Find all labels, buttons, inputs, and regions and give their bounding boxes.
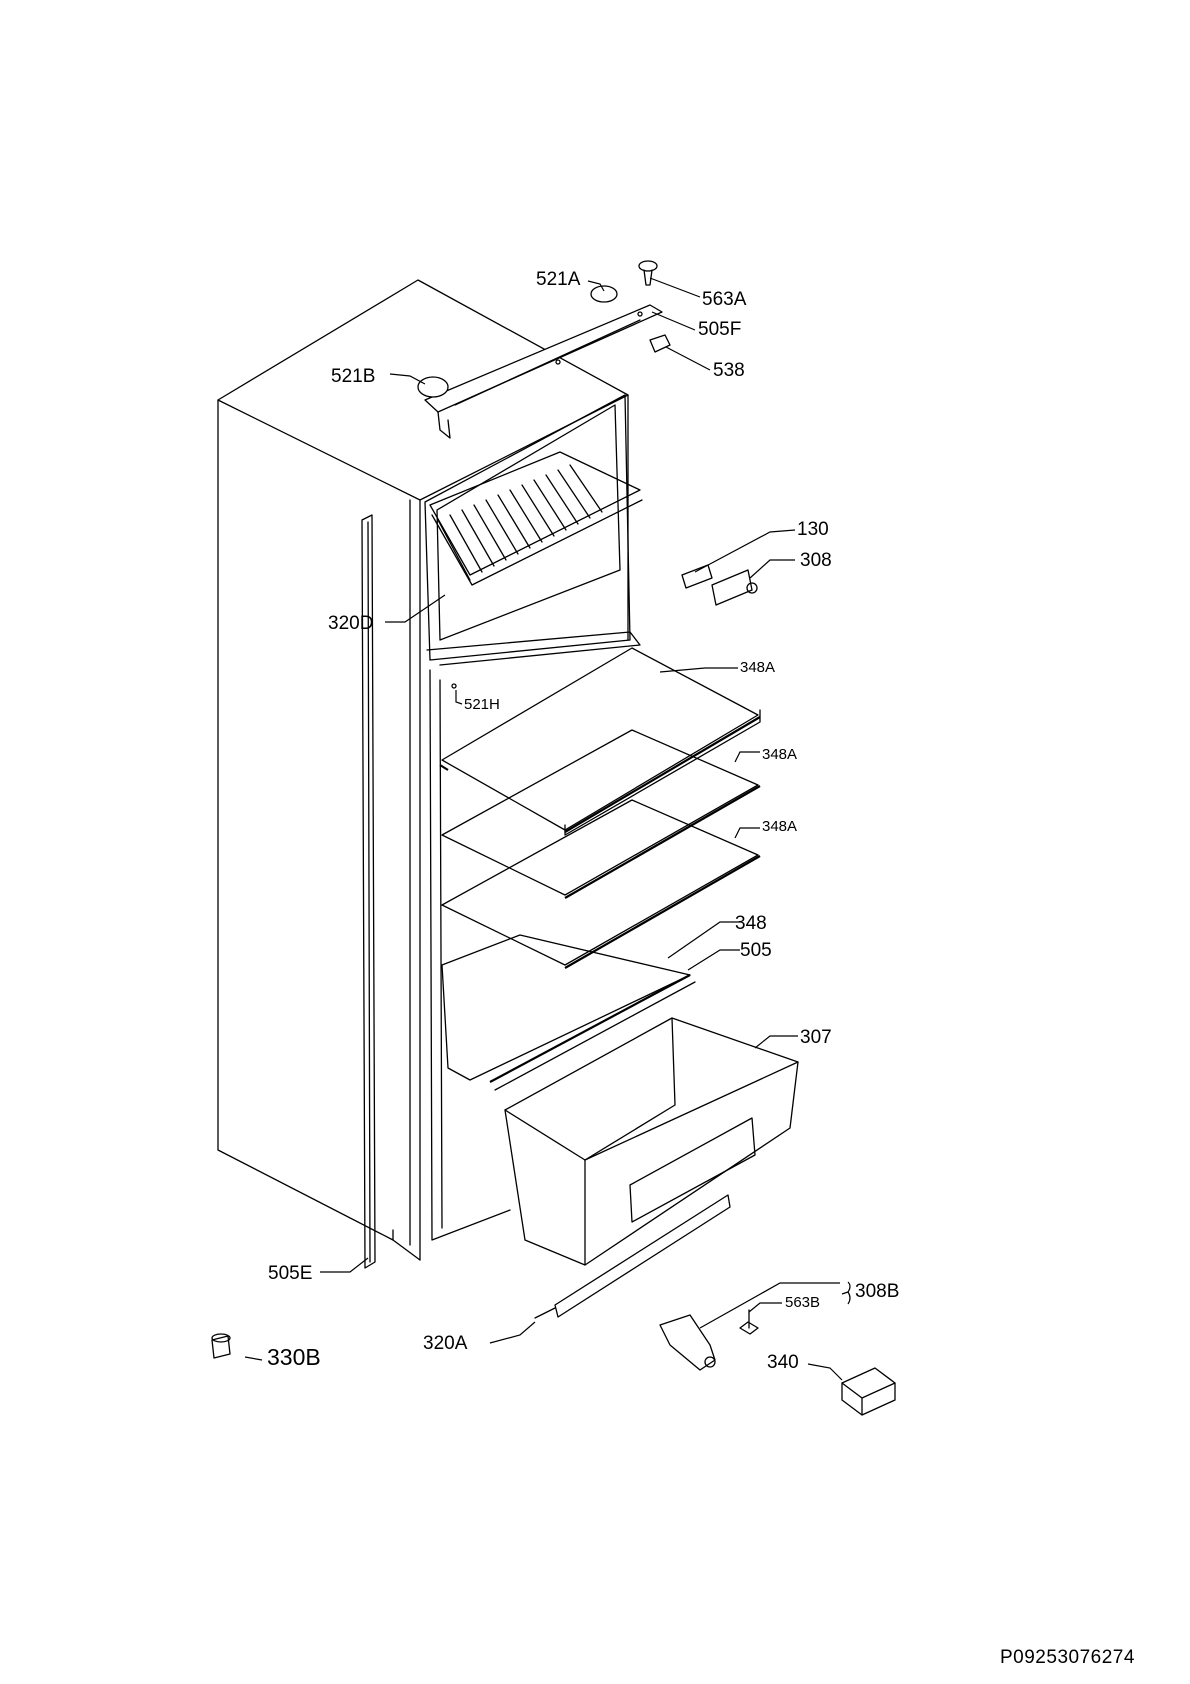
inner-liner [424, 394, 641, 1241]
label-348A-1: 348A [740, 659, 776, 676]
door-gasket-505E [361, 514, 376, 1269]
hinge-plate-130 [681, 564, 713, 589]
label-538: 538 [713, 360, 745, 381]
glass-cover-348 [441, 934, 691, 1081]
screw-563A [638, 260, 658, 286]
label-521A: 521A [536, 269, 581, 290]
label-505: 505 [740, 940, 772, 961]
label-130: 130 [797, 519, 829, 540]
foot-330B [211, 1333, 231, 1359]
crisper-drawer-307 [504, 1017, 799, 1266]
hinge-308 [711, 569, 758, 606]
label-505E: 505E [268, 1263, 313, 1284]
leader-lines [244, 277, 851, 1381]
label-563B: 563B [785, 1294, 821, 1311]
label-563A: 563A [702, 289, 747, 310]
label-505F: 505F [698, 319, 742, 340]
label-340: 340 [767, 1352, 799, 1373]
glass-shelf-348A-3 [441, 799, 761, 969]
cabinet-body [217, 279, 629, 1261]
label-307: 307 [800, 1027, 832, 1048]
guide-rail-320A [534, 1194, 731, 1319]
glass-shelf-348A-1 [439, 647, 761, 836]
wire-shelf-320D [429, 451, 643, 586]
label-348A-3: 348A [762, 818, 798, 835]
label-521B: 521B [331, 366, 376, 387]
strip-505 [489, 974, 696, 1091]
cap-521B [417, 376, 449, 398]
bracket-538 [649, 334, 671, 353]
top-rail-505F [424, 304, 663, 439]
screw-563B [739, 1309, 759, 1335]
document-reference: P09253076274 [1000, 1647, 1135, 1668]
glass-shelf-348A-2 [441, 729, 761, 899]
label-308: 308 [800, 550, 832, 571]
lower-hinge-308B [659, 1314, 716, 1371]
label-308B: 308B [855, 1281, 900, 1302]
label-320A: 320A [423, 1333, 468, 1354]
label-320D: 320D [328, 613, 374, 634]
label-348: 348 [735, 913, 767, 934]
label-521H: 521H [464, 696, 500, 713]
cover-block-340 [841, 1367, 896, 1416]
label-330B: 330B [267, 1344, 321, 1370]
cap-521A [590, 285, 618, 303]
label-348A-2: 348A [762, 746, 798, 763]
light-holder-521H [451, 683, 457, 689]
